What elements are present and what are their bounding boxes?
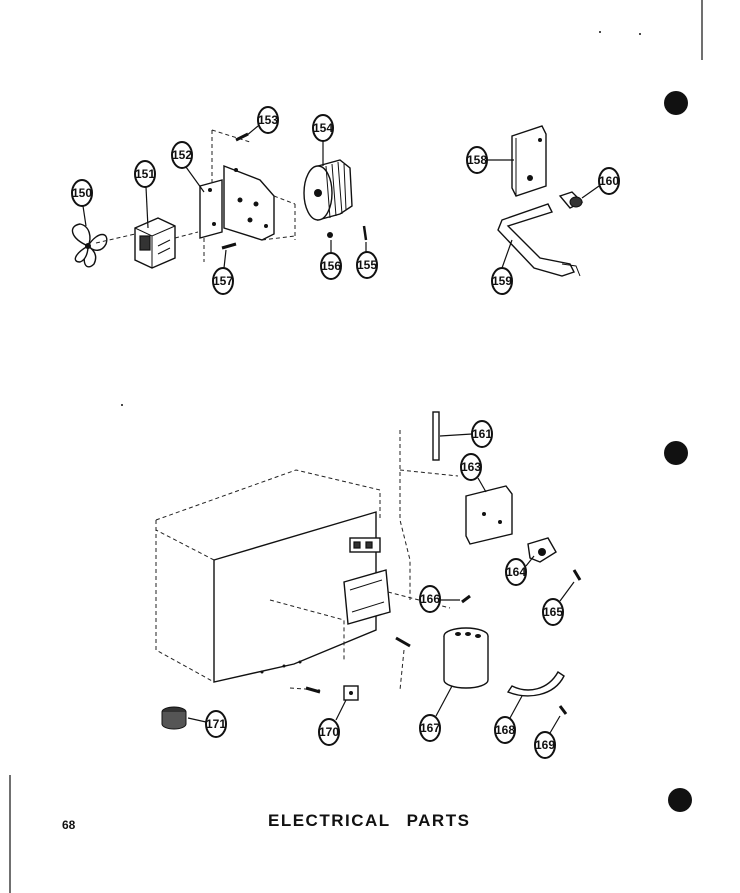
callout-156: 156 xyxy=(320,240,342,280)
callout-171: 171 xyxy=(187,710,227,738)
svg-text:166: 166 xyxy=(420,592,440,606)
blower-wheel-drawing xyxy=(303,159,353,221)
callout-159: 159 xyxy=(491,239,513,295)
page-number: 68 xyxy=(62,818,76,832)
callout-157: 157 xyxy=(212,249,234,295)
svg-text:170: 170 xyxy=(319,725,339,739)
cabinet-housing-drawing xyxy=(155,469,381,683)
callout-151: 151 xyxy=(134,160,156,229)
fan-motor-drawing xyxy=(134,217,176,269)
binder-hole xyxy=(668,788,692,812)
svg-text:152: 152 xyxy=(172,148,192,162)
screw-165-drawing xyxy=(572,569,582,581)
callout-167: 167 xyxy=(419,685,453,742)
setscrew-156-drawing xyxy=(327,232,333,238)
svg-text:155: 155 xyxy=(357,258,377,272)
knob-160-drawing xyxy=(558,191,584,209)
svg-text:163: 163 xyxy=(461,460,481,474)
control-plate-drawing xyxy=(511,125,547,197)
callout-166: 166 xyxy=(419,585,460,613)
capacitor-bracket-drawing xyxy=(343,569,391,625)
binder-hole xyxy=(664,91,688,115)
callout-154: 154 xyxy=(312,114,334,166)
svg-text:167: 167 xyxy=(420,721,440,735)
callout-152: 152 xyxy=(171,141,205,193)
binder-hole xyxy=(664,441,688,465)
fan-blade-drawing xyxy=(71,223,108,268)
capacitor-167-drawing xyxy=(443,627,489,689)
svg-text:157: 157 xyxy=(213,274,233,288)
svg-text:169: 169 xyxy=(535,738,555,752)
strap-168-drawing xyxy=(506,670,565,697)
callout-158: 158 xyxy=(466,146,514,174)
svg-text:161: 161 xyxy=(472,427,492,441)
svg-text:168: 168 xyxy=(495,723,515,737)
svg-text:171: 171 xyxy=(206,717,226,731)
callout-163: 163 xyxy=(460,453,487,493)
callout-160: 160 xyxy=(581,167,620,199)
svg-text:150: 150 xyxy=(72,186,92,200)
relay-strip-161-drawing xyxy=(432,411,440,461)
page-title: ELECTRICAL PARTS xyxy=(268,811,471,830)
svg-text:158: 158 xyxy=(467,153,487,167)
bracket-rod-drawing xyxy=(497,203,581,277)
screw-157-drawing xyxy=(221,242,237,250)
svg-text:164: 164 xyxy=(506,565,526,579)
callout-165: 165 xyxy=(542,581,575,626)
svg-text:159: 159 xyxy=(492,274,512,288)
callout-164: 164 xyxy=(505,555,535,586)
screw-155-drawing xyxy=(362,225,368,241)
svg-text:160: 160 xyxy=(599,174,619,188)
svg-text:156: 156 xyxy=(321,259,341,273)
callout-161: 161 xyxy=(439,420,493,448)
mounting-plate-drawing xyxy=(223,164,275,241)
screw-166-drawing xyxy=(461,594,471,604)
svg-text:151: 151 xyxy=(135,167,155,181)
callout-170: 170 xyxy=(318,699,347,746)
callout-168: 168 xyxy=(494,695,523,744)
screw-drawing xyxy=(305,686,321,694)
motor-bracket-drawing xyxy=(199,179,223,239)
relay-163-drawing xyxy=(465,485,513,545)
callout-150: 150 xyxy=(71,179,93,227)
screw-169-drawing xyxy=(558,705,568,715)
svg-text:153: 153 xyxy=(258,113,278,127)
callout-153: 153 xyxy=(245,106,279,137)
svg-text:165: 165 xyxy=(543,605,563,619)
plug-171-drawing xyxy=(161,706,187,730)
screw-153-drawing xyxy=(235,132,249,142)
bracket-164-drawing xyxy=(527,537,557,563)
clip-170-drawing xyxy=(343,685,359,701)
screw-drawing xyxy=(395,636,411,648)
callout-169: 169 xyxy=(534,715,561,759)
terminal-block-drawing xyxy=(349,537,381,553)
svg-text:154: 154 xyxy=(313,121,333,135)
callout-155: 155 xyxy=(356,242,378,279)
